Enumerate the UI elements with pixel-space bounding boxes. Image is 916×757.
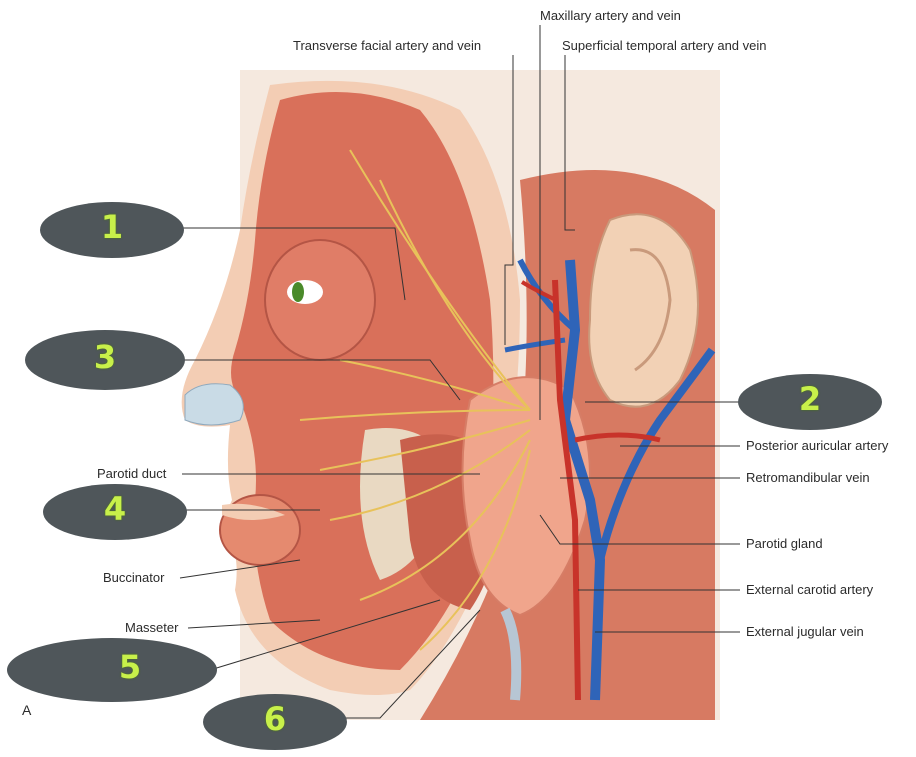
buccal-branch-2 — [329, 429, 531, 521]
retromandibular-external-jugular-vein — [559, 259, 606, 701]
label-parotid-duct: Parotid duct — [97, 466, 167, 481]
number-5: 5 — [118, 648, 142, 686]
leader-3 — [180, 359, 461, 401]
number-6: 6 — [263, 700, 287, 738]
blob-5 — [7, 638, 217, 702]
label-retromandibular: Retromandibular vein — [746, 470, 870, 485]
posterior-auricular-artery — [574, 432, 661, 443]
label-posterior-auricular: Posterior auricular artery — [746, 438, 889, 453]
leader-6 — [340, 609, 481, 719]
leader-superficial-temporal — [564, 55, 575, 231]
label-transverse-facial: Transverse facial artery and vein — [293, 38, 482, 53]
superficial-temporal-vein — [517, 258, 577, 333]
temporal-branch-2 — [349, 149, 531, 411]
label-parotid-gland: Parotid gland — [746, 536, 823, 551]
blob-2 — [738, 374, 882, 430]
zygomatic-branch-2 — [299, 409, 531, 421]
external-carotid-artery — [552, 279, 581, 701]
label-external-jugular: External jugular vein — [746, 624, 864, 639]
number-1: 1 — [100, 208, 124, 246]
zygomatic-branch — [339, 359, 531, 411]
label-external-carotid: External carotid artery — [746, 582, 874, 597]
ear — [588, 213, 699, 408]
leader-lines — [179, 25, 740, 719]
number-4: 4 — [103, 490, 127, 528]
facial-nerve-branches — [299, 149, 531, 651]
laryngeal-cartilage — [500, 607, 522, 701]
leader-masseter — [187, 619, 321, 629]
upper-lip — [222, 503, 285, 520]
cervical-branch — [419, 449, 531, 651]
blob-3 — [25, 330, 185, 390]
leader-5 — [209, 599, 441, 671]
ear-helix — [629, 248, 672, 372]
orbicularis-oculi — [264, 239, 376, 361]
leader-buccinator — [179, 559, 301, 579]
superficial-temporal-artery — [520, 280, 557, 302]
leader-1 — [180, 227, 406, 301]
buccal-branch — [319, 419, 531, 471]
label-maxillary: Maxillary artery and vein — [540, 8, 681, 23]
panel-letter: A — [22, 702, 32, 718]
posterior-vein — [596, 347, 716, 561]
iris — [292, 282, 304, 302]
number-2: 2 — [798, 380, 822, 418]
leader-parotid-gland — [539, 514, 740, 545]
marginal-mandibular-branch — [359, 439, 531, 601]
temporal-branch — [379, 179, 531, 411]
blob-1 — [40, 202, 184, 258]
number-3: 3 — [93, 338, 117, 376]
nasal-cartilage — [184, 383, 244, 426]
label-superficial-temporal: Superficial temporal artery and vein — [562, 38, 767, 53]
leader-transverse-facial — [504, 55, 514, 345]
label-masseter: Masseter — [125, 620, 179, 635]
label-cover-blobs — [7, 202, 882, 750]
blob-6 — [203, 694, 347, 750]
blob-4 — [43, 484, 187, 540]
label-buccinator: Buccinator — [103, 570, 165, 585]
